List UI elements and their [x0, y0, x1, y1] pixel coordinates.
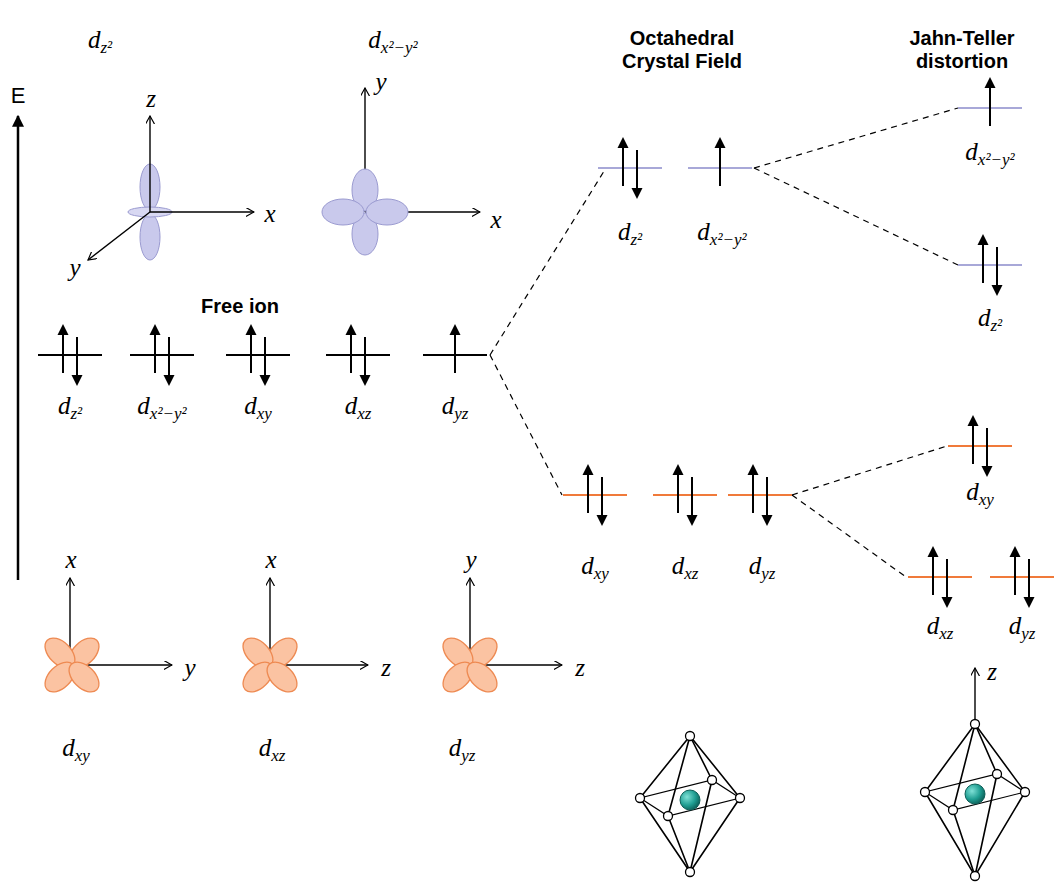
- orbital-level: [653, 464, 717, 526]
- orbital-label: dxz: [259, 734, 286, 763]
- orbital-level: [38, 324, 102, 386]
- orbital-level: [958, 234, 1022, 296]
- orbital-label: dz²: [618, 218, 642, 247]
- energy-axis: [17, 116, 20, 580]
- orbital-level: [423, 324, 487, 373]
- orbital-label: dyz: [449, 734, 476, 763]
- orbital-label: dz²: [978, 304, 1002, 333]
- stage-heading: Octahedral Crystal Field: [607, 27, 757, 73]
- orbital-label: dxz: [927, 612, 954, 641]
- axis-label: x: [265, 546, 276, 575]
- orbital-label: dxy: [966, 478, 994, 507]
- orbital-label: dx²−y²: [137, 392, 186, 421]
- axis-label: y: [69, 254, 80, 283]
- orbital-level: [948, 415, 1012, 477]
- orbital-lobes: [237, 632, 302, 697]
- dz2-orbital: [88, 116, 254, 260]
- orbital-label: dx²−y²: [697, 218, 746, 247]
- axis-label: x: [264, 200, 275, 229]
- orbital-label: dxy: [62, 734, 90, 763]
- orbital-level: [688, 137, 752, 186]
- orbital-label: dxz: [672, 552, 699, 581]
- orbital-label: dyz: [442, 392, 469, 421]
- axis-label: x: [490, 206, 501, 235]
- orbital-level: [958, 77, 1022, 126]
- orbital-label: dz²: [58, 392, 82, 421]
- axis-label: y: [375, 68, 386, 97]
- orbital-label: dyz: [749, 552, 776, 581]
- orbital-level: [908, 546, 972, 608]
- orbital-title: dz²: [88, 26, 112, 55]
- axis-label: z: [987, 658, 997, 687]
- orbital-level: [728, 464, 792, 526]
- dx2y2-orbital: [322, 88, 480, 255]
- orbital-level: [990, 546, 1054, 608]
- axis-label: x: [65, 546, 76, 575]
- axis-label: z: [146, 85, 156, 114]
- orbital-title: dx²−y²: [368, 26, 417, 55]
- orbital-lobes: [437, 632, 502, 697]
- octahedron: [636, 732, 745, 877]
- energy-levels: [38, 77, 1054, 608]
- orbital-label: dyz: [1009, 612, 1036, 641]
- axis-label: z: [575, 654, 585, 683]
- orbital-level: [226, 324, 290, 386]
- orbital-label: dxz: [345, 392, 372, 421]
- t2g-lobes: [39, 632, 502, 697]
- distorted-octahedron: [921, 668, 1030, 881]
- orbital-label: dxy: [244, 392, 272, 421]
- stage-heading: Jahn-Teller distortion: [897, 27, 1027, 73]
- axis-label: y: [465, 546, 476, 575]
- orbital-label: dx²−y²: [965, 138, 1014, 167]
- axis-label: E: [11, 83, 26, 108]
- orbital-level: [563, 464, 627, 526]
- orbital-level: [130, 324, 194, 386]
- correlation-lines: [490, 108, 958, 577]
- axis-label: z: [381, 654, 391, 683]
- stage-heading: Free ion: [185, 295, 295, 318]
- orbital-lobes: [39, 632, 104, 697]
- orbital-level: [598, 137, 662, 199]
- orbital-level: [326, 324, 390, 386]
- axis-label: y: [184, 654, 195, 683]
- orbital-label: dxy: [581, 552, 609, 581]
